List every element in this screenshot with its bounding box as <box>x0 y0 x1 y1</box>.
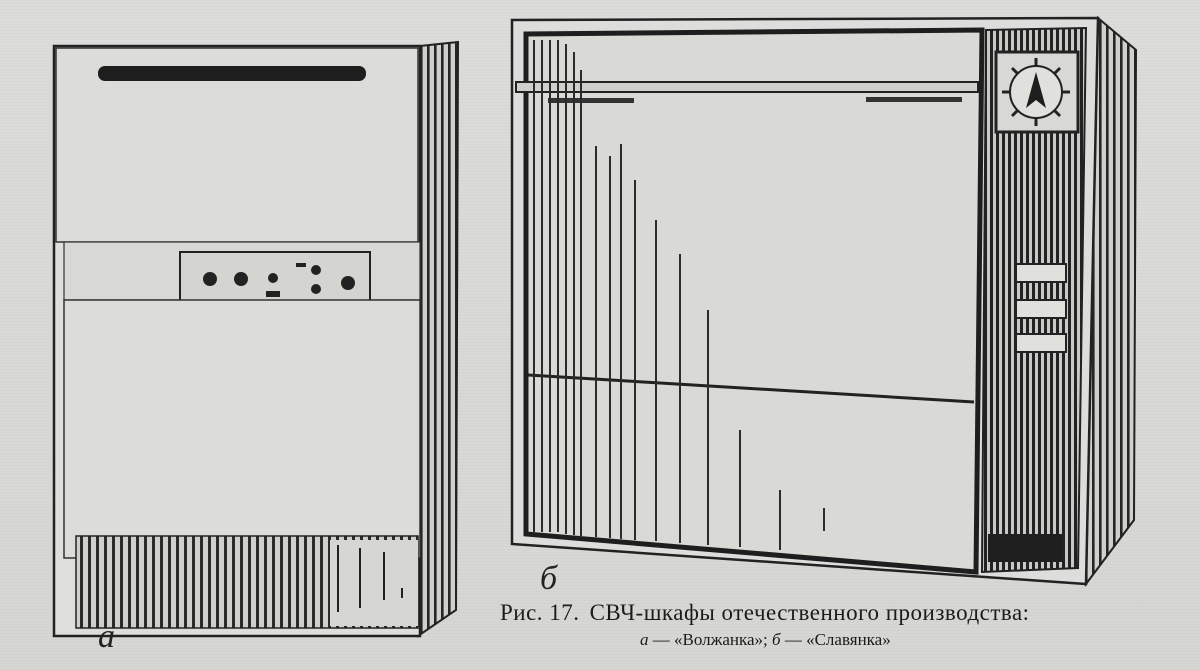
knob-icon <box>234 272 248 286</box>
caption-title: СВЧ-шкафы отечественного производства: <box>589 600 1030 625</box>
knob-icon <box>341 276 355 290</box>
cabinet-slavyanka <box>510 15 1138 588</box>
caption-items-line: а — «Волжанка»; б — «Славянка» <box>640 630 1140 650</box>
control-panel <box>179 251 371 305</box>
panel-button <box>1015 263 1067 283</box>
caption-prefix: Рис. 17. <box>500 600 580 625</box>
caption-title-line: Рис. 17. СВЧ-шкафы отечественного произво… <box>500 600 1140 626</box>
button-icon <box>311 284 321 294</box>
caption-item-a-letter: а <box>640 630 649 649</box>
panel-button <box>1015 299 1067 319</box>
panel-a-label: а <box>98 618 115 655</box>
timer-dial-icon <box>994 50 1080 134</box>
door-handle <box>98 66 366 81</box>
figure-caption: Рис. 17. СВЧ-шкафы отечественного произво… <box>500 600 1140 650</box>
caption-item-b-name: — «Славянка» <box>784 630 891 649</box>
caption-item-b-letter: б <box>772 630 781 649</box>
button-icon <box>268 273 278 283</box>
nameplate <box>988 534 1062 562</box>
panel-button <box>1015 333 1067 353</box>
knob-icon <box>203 272 217 286</box>
caption-item-a-name: — «Волжанка»; <box>652 630 768 649</box>
cabinet-volzhanka <box>52 40 460 638</box>
button-icon <box>311 265 321 275</box>
panel-b-label: б <box>540 560 558 597</box>
